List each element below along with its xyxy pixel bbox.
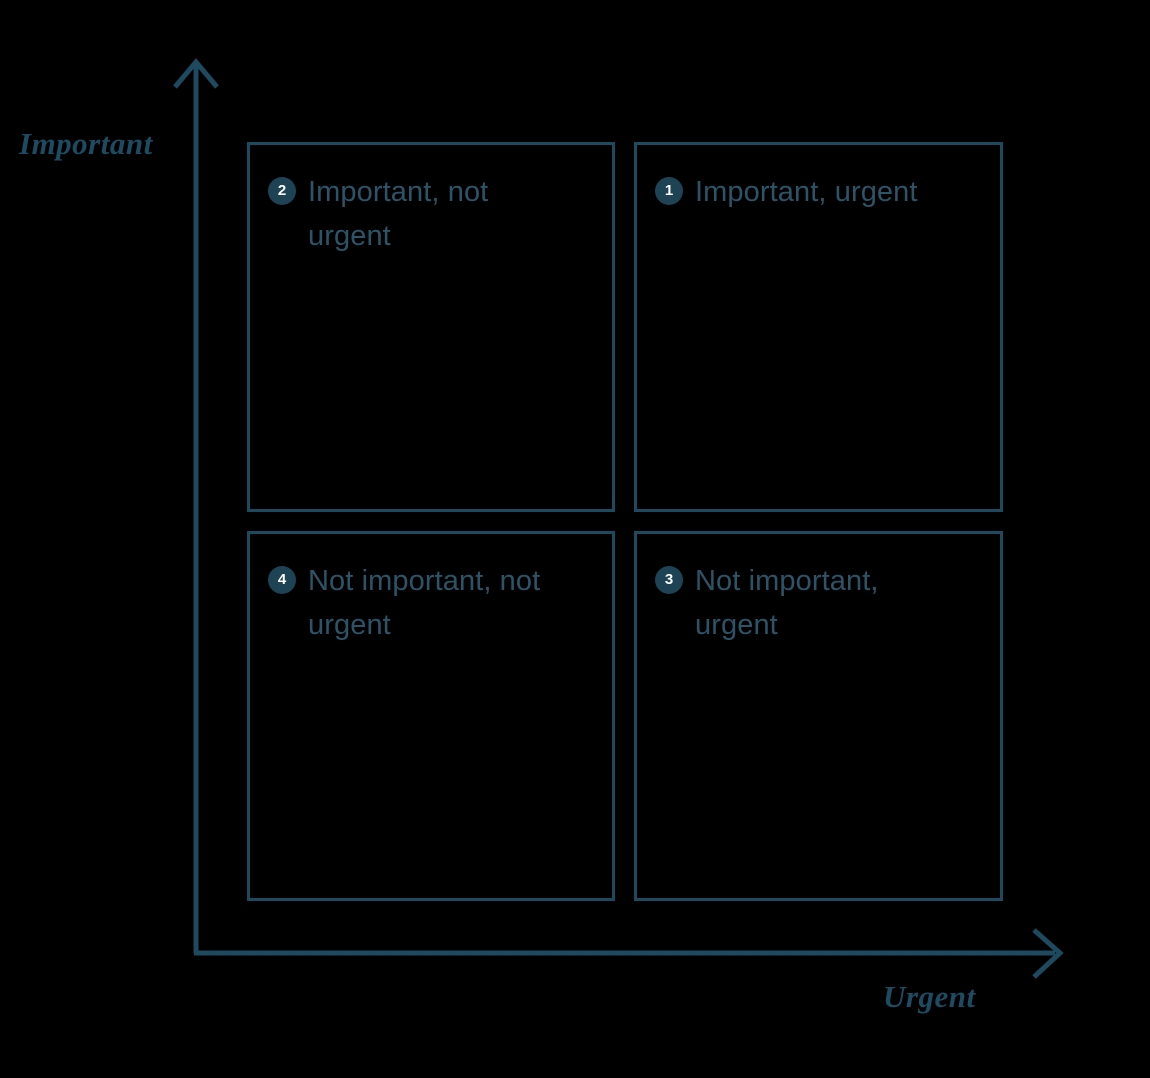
- quadrant-header: 3 Not important, urgent: [655, 560, 986, 647]
- quadrant-title: Important, not urgent: [308, 176, 489, 252]
- quadrant-number-badge: 3: [655, 566, 683, 594]
- quadrant-number-badge: 4: [268, 566, 296, 594]
- quadrant-number-badge: 2: [268, 177, 296, 205]
- x-axis-label: Urgent: [883, 979, 976, 1014]
- quadrant-header: 4 Not important, not urgent: [268, 560, 598, 647]
- quadrant-title: Important, urgent: [695, 176, 918, 208]
- quadrant-header: 1 Important, urgent: [655, 171, 986, 215]
- quadrant-important-urgent[interactable]: 1 Important, urgent: [634, 142, 1003, 512]
- quadrant-not-important-urgent[interactable]: 3 Not important, urgent: [634, 531, 1003, 901]
- quadrant-header: 2 Important, not urgent: [268, 171, 598, 258]
- quadrant-number-badge: 1: [655, 177, 683, 205]
- quadrant-title: Not important, urgent: [695, 565, 879, 641]
- quadrant-title: Not important, not urgent: [308, 565, 541, 641]
- y-axis-arrowhead: [173, 58, 219, 89]
- quadrant-important-not-urgent[interactable]: 2 Important, not urgent: [247, 142, 615, 512]
- y-axis-label: Important: [19, 126, 153, 161]
- quadrant-not-important-not-urgent[interactable]: 4 Not important, not urgent: [247, 531, 615, 901]
- x-axis-arrowhead: [1032, 928, 1064, 979]
